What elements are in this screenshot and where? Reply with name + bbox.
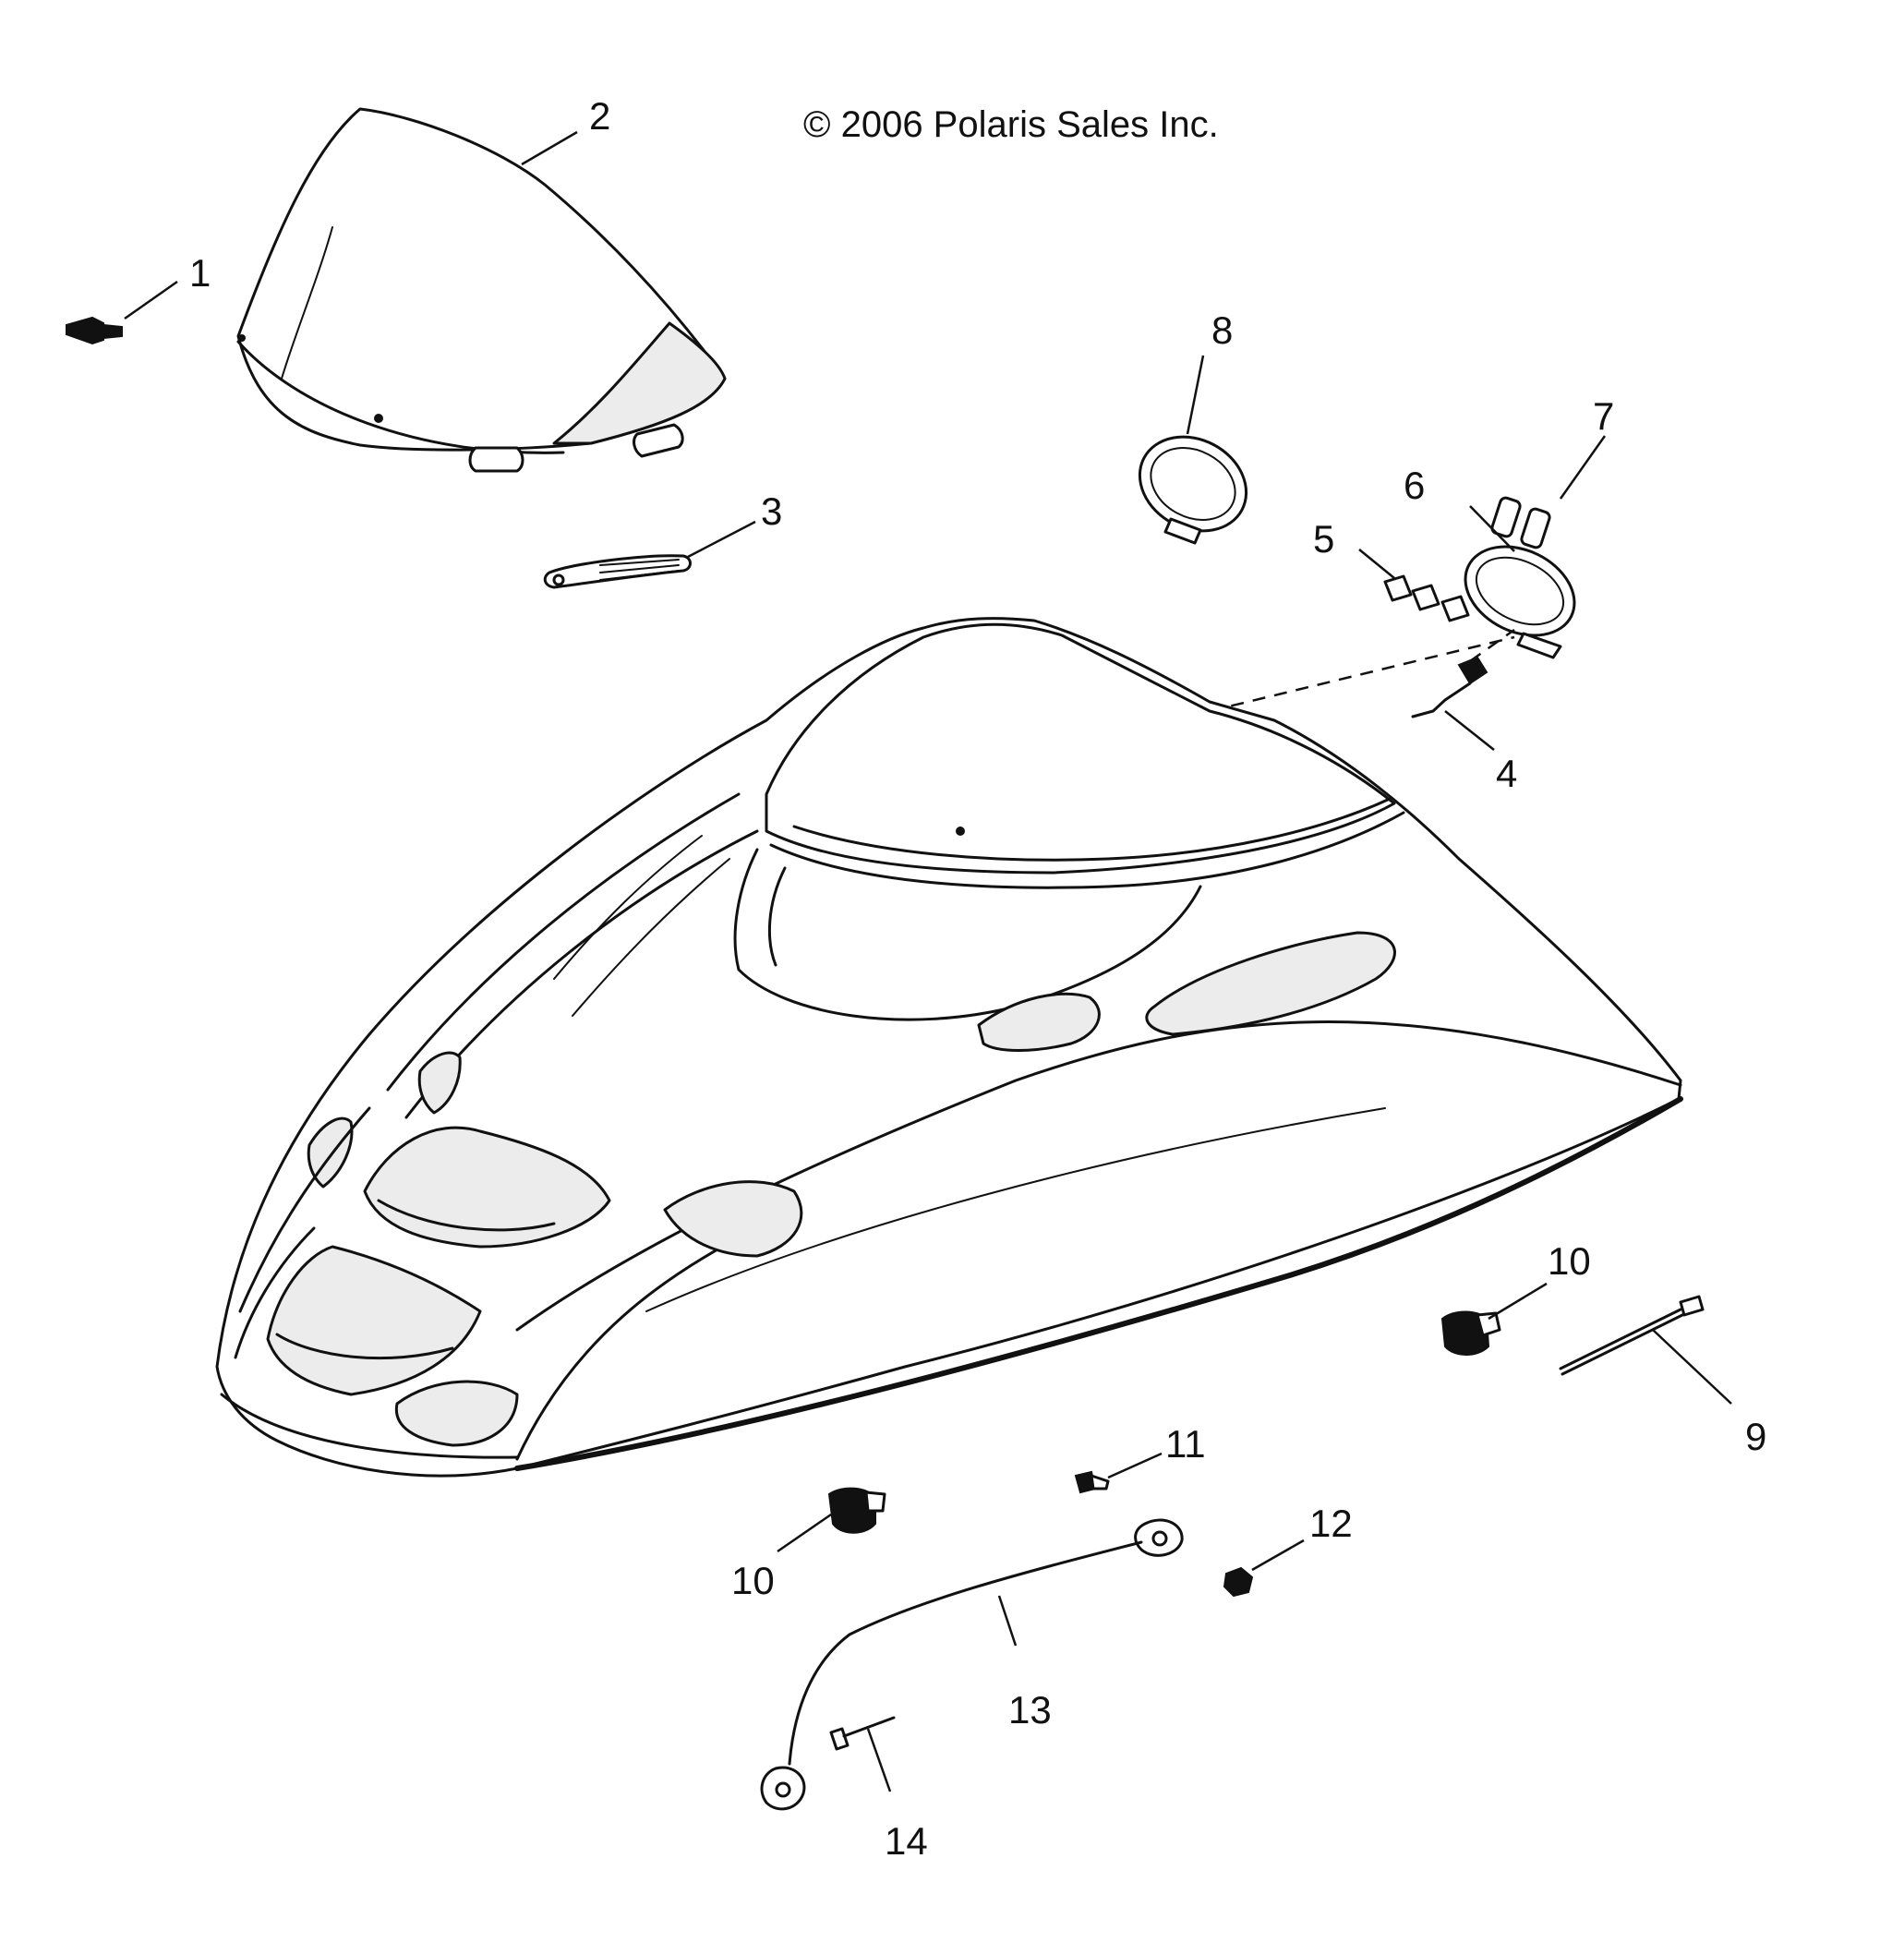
part-12-nut [1223, 1539, 1305, 1598]
part-8-bezel-ring [1138, 355, 1248, 545]
part-2-windshield [236, 107, 727, 473]
copyright-text: © 2006 Polaris Sales Inc. [803, 104, 1219, 145]
callout-2: 2 [589, 94, 610, 138]
callout-4: 4 [1496, 752, 1517, 795]
callout-1: 1 [189, 251, 211, 295]
part-9-cable-tie [1559, 1295, 1732, 1405]
part-14-rivet [829, 1716, 896, 1792]
part-10-latch-upper [1440, 1282, 1548, 1356]
callout-14: 14 [885, 1819, 928, 1863]
callout-6: 6 [1404, 464, 1425, 507]
callout-12: 12 [1309, 1502, 1353, 1545]
callout-10a: 10 [1548, 1239, 1591, 1283]
part-11-bolt [1074, 1452, 1163, 1494]
part-5-clips [1358, 549, 1470, 622]
part-1-screw [66, 280, 178, 345]
callout-13: 13 [1008, 1688, 1052, 1732]
callout-3: 3 [761, 489, 782, 533]
hood [215, 617, 1683, 1478]
part-4-socket [1209, 628, 1515, 751]
callout-9: 9 [1745, 1415, 1766, 1458]
part-3-bracket [543, 520, 756, 589]
part-6-headlight-housing [1464, 505, 1576, 659]
part-13-tether [760, 1518, 1184, 1811]
callout-10b: 10 [731, 1559, 775, 1602]
callout-8: 8 [1211, 308, 1233, 352]
callout-11: 11 [1165, 1422, 1206, 1466]
part-7-bulbs [1490, 435, 1607, 549]
part-10-latch-lower [777, 1487, 886, 1553]
callout-7: 7 [1593, 394, 1614, 438]
callout-5: 5 [1313, 517, 1334, 561]
